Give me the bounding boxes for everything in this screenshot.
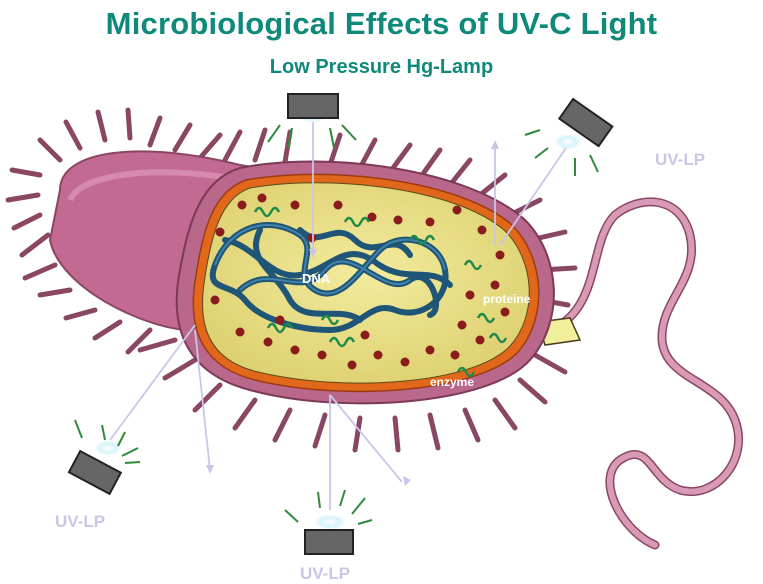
enzyme-label: enzyme	[430, 375, 474, 389]
lamp-left-label: UV-LP	[55, 512, 105, 532]
dna-label: DNA	[302, 271, 331, 286]
lamp-bottom-label: UV-LP	[300, 564, 350, 584]
lamp-bottom	[285, 490, 372, 554]
lamp-left	[69, 420, 140, 494]
flagellum	[538, 202, 739, 545]
protein-label: proteine	[483, 292, 531, 306]
lamp-right-label: UV-LP	[655, 150, 705, 170]
lamp-top	[268, 94, 356, 148]
lamp-right	[525, 99, 612, 176]
